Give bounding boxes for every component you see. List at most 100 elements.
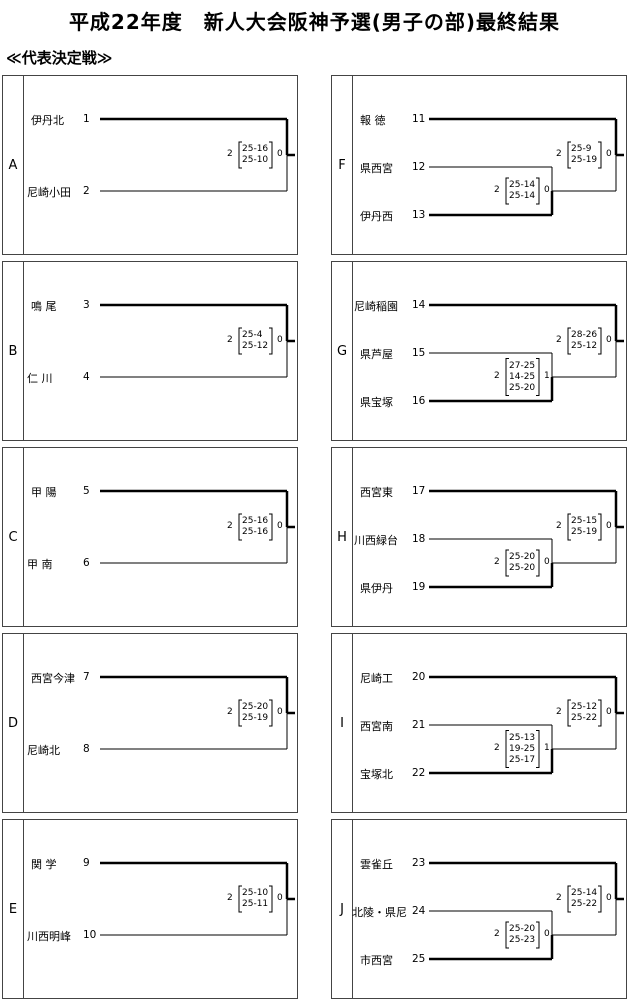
- semi-score-bracket-left: [505, 730, 509, 768]
- block-divider: [23, 262, 24, 440]
- final-score-bracket-left: [567, 699, 571, 727]
- team-seed: 15: [412, 347, 426, 359]
- semi-score-wins-right: 0: [544, 185, 550, 195]
- final-score-bracket-right: [269, 141, 273, 169]
- final-score-set: 25-12: [571, 702, 598, 712]
- final-score-set: 25-19: [571, 155, 598, 165]
- final-score-bracket-left: [238, 699, 242, 727]
- team-name: 西宮南: [360, 720, 393, 733]
- semi-score-set: 25-13: [509, 732, 536, 743]
- team-name: 西宮東: [360, 486, 393, 499]
- final-score-set: 25-4: [242, 330, 263, 340]
- block-divider: [23, 634, 24, 812]
- final-score-set: 25-12: [242, 341, 269, 351]
- final-score-wins-right: 0: [277, 893, 283, 903]
- final-score-set: 25-15: [571, 516, 598, 526]
- final-score-wins-left: 2: [556, 335, 562, 345]
- bracket-lines: [100, 117, 295, 192]
- final-score-wins-left: 2: [227, 707, 233, 717]
- final-score-wins-left: 2: [227, 893, 233, 903]
- final-score-bracket-right: [598, 141, 602, 169]
- bracket-lines: [429, 675, 624, 775]
- semi-score-set: 25-20: [509, 924, 536, 934]
- team-name: 川西明峰: [27, 930, 71, 943]
- semi-score-bracket-left: [505, 921, 509, 949]
- semi-score-bracket-left: [505, 177, 509, 205]
- team-name: 雲雀丘: [360, 858, 393, 871]
- block-letter: F: [338, 158, 346, 173]
- team-seed: 9: [83, 857, 90, 869]
- final-score-bracket-right: [598, 327, 602, 355]
- team-name: 宝塚北: [360, 768, 393, 781]
- block-letter: D: [7, 716, 18, 731]
- team-seed: 18: [412, 533, 426, 545]
- team-seed: 12: [412, 161, 426, 173]
- team-seed: 2: [83, 185, 90, 197]
- semi-score-set: 25-17: [509, 754, 536, 765]
- final-score-wins-right: 0: [606, 335, 612, 345]
- block-divider: [352, 448, 353, 626]
- bracket-lines: [429, 489, 624, 589]
- final-score-set: 28-26: [571, 330, 598, 340]
- semi-score-set: 25-20: [509, 552, 536, 562]
- final-score-bracket-left: [238, 327, 242, 355]
- team-seed: 3: [83, 299, 90, 311]
- final-score-set: 25-19: [571, 527, 598, 537]
- final-score-wins-right: 0: [277, 521, 283, 531]
- bracket-lines: [100, 675, 295, 750]
- team-seed: 25: [412, 953, 426, 965]
- final-score-bracket-left: [567, 885, 571, 913]
- team-seed: 14: [412, 299, 426, 311]
- semi-score-bracket-right: [536, 730, 540, 768]
- final-score-set: 25-14: [571, 888, 598, 898]
- team-name: 伊丹北: [31, 114, 64, 127]
- team-seed: 23: [412, 857, 426, 869]
- block-divider: [23, 820, 24, 998]
- final-score-bracket-left: [567, 141, 571, 169]
- semi-score-set: 14-25: [509, 371, 536, 382]
- semi-score-bracket-right: [536, 921, 540, 949]
- final-score-set: 25-11: [242, 899, 269, 909]
- team-name: 鳴 尾: [31, 300, 57, 313]
- semi-score-set: 27-25: [509, 360, 536, 371]
- team-seed: 20: [412, 671, 426, 683]
- final-score-wins-right: 0: [606, 149, 612, 159]
- final-score-set: 25-22: [571, 713, 598, 723]
- team-seed: 21: [412, 719, 426, 731]
- bracket-lines: [100, 303, 295, 378]
- team-name: 甲 南: [27, 558, 53, 571]
- team-name: 市西宮: [360, 954, 393, 967]
- semi-score-wins-left: 2: [494, 557, 500, 567]
- final-score-set: 25-16: [242, 144, 269, 154]
- team-name: 県宝塚: [360, 396, 393, 409]
- team-seed: 13: [412, 209, 426, 221]
- team-seed: 8: [83, 743, 90, 755]
- team-name: 北陵・県尼: [352, 906, 407, 919]
- team-name: 県伊丹: [360, 582, 393, 595]
- block-letter: J: [340, 902, 344, 917]
- semi-score-wins-left: 2: [494, 929, 500, 939]
- team-name: 川西緑台: [354, 534, 398, 547]
- final-score-set: 25-16: [242, 516, 269, 526]
- final-score-bracket-left: [238, 141, 242, 169]
- block-letter: G: [336, 344, 348, 359]
- team-seed: 6: [83, 557, 90, 569]
- block-letter: A: [8, 158, 18, 173]
- semi-score-wins-left: 2: [494, 371, 500, 381]
- team-name: 尼崎小田: [27, 186, 71, 199]
- bracket-lines: [429, 117, 624, 217]
- final-score-wins-right: 0: [606, 707, 612, 717]
- team-seed: 11: [412, 113, 426, 125]
